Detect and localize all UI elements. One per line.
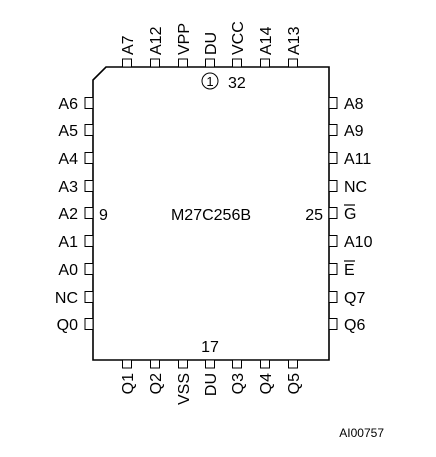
pin-lead-bottom-0-q1 [122, 359, 132, 369]
pin-lead-top-2-vpp [178, 58, 188, 68]
pin-label-top-6-a13: A13 [286, 26, 303, 55]
pin-lead-bottom-3-du [205, 359, 215, 369]
pin-label-right-7-q7: Q7 [344, 290, 365, 307]
pin-label-top-5-a14: A14 [258, 26, 275, 55]
pin-lead-right-8-q6 [328, 318, 338, 330]
pin-number-32: 32 [228, 75, 246, 92]
pin-lead-left-4-a2 [84, 207, 94, 219]
pin-label-bottom-5-q4: Q4 [258, 373, 275, 394]
pin-lead-right-4-g [328, 207, 338, 219]
pin-number-9: 9 [99, 207, 108, 224]
pin-label-right-4-g: G [344, 206, 356, 223]
pin-label-left-7-nc: NC [55, 290, 78, 307]
pin-label-top-3-du: DU [203, 32, 220, 55]
pin-lead-top-1-a12 [150, 58, 160, 68]
pin-label-right-1-a9: A9 [344, 123, 364, 140]
pin-lead-left-7-nc [84, 291, 94, 303]
pin-lead-left-5-a1 [84, 235, 94, 247]
pin-lead-bottom-6-q5 [288, 359, 298, 369]
pin1-marker-circle [201, 72, 219, 90]
pin-lead-right-6-e [328, 263, 338, 275]
pin-label-top-4-vcc: VCC [230, 21, 247, 55]
pin1-marker-label: 1 [206, 74, 213, 89]
pin-lead-bottom-4-q3 [232, 359, 242, 369]
pin-lead-top-0-a7 [122, 58, 132, 68]
pin-lead-left-6-a0 [84, 263, 94, 275]
pin-lead-left-3-a3 [84, 180, 94, 192]
pin-label-bottom-2-vss: VSS [176, 373, 193, 405]
pin-label-left-4-a2: A2 [58, 206, 78, 223]
pin-label-bottom-3-du: DU [203, 373, 220, 396]
pin-lead-left-1-a5 [84, 124, 94, 136]
pin-lead-right-1-a9 [328, 124, 338, 136]
pin-lead-bottom-1-q2 [150, 359, 160, 369]
pin-label-right-3-nc: NC [344, 179, 367, 196]
pin-lead-bottom-2-vss [178, 359, 188, 369]
pin-lead-top-5-a14 [260, 58, 270, 68]
pin-label-left-3-a3: A3 [58, 179, 78, 196]
pin-lead-right-2-a11 [328, 152, 338, 164]
pin-label-bottom-1-q2: Q2 [148, 373, 165, 394]
pin-label-top-0-a7: A7 [120, 35, 137, 55]
pin-label-bottom-6-q5: Q5 [286, 373, 303, 394]
bottom-pin-row: Q1 Q2 VSS DU Q3 Q4 Q5 [120, 359, 303, 405]
figure-id: AI00757 [339, 426, 384, 440]
pin-lead-top-3-du [205, 58, 215, 68]
pin-lead-right-0-a8 [328, 97, 338, 109]
pin-label-left-2-a4: A4 [58, 151, 78, 168]
pin-lead-left-8-q0 [84, 318, 94, 330]
top-pin-row: A7 A12 VPP DU VCC A14 A13 [120, 21, 303, 68]
pin-number-25: 25 [305, 207, 323, 224]
pin-label-left-1-a5: A5 [58, 123, 78, 140]
pin-lead-top-6-a13 [288, 58, 298, 68]
pin-label-bottom-4-q3: Q3 [230, 373, 247, 394]
pin-lead-right-3-nc [328, 180, 338, 192]
pin-label-bottom-0-q1: Q1 [120, 373, 137, 394]
pin-label-top-1-a12: A12 [148, 26, 165, 55]
pin-number-17: 17 [201, 339, 219, 356]
pin-label-left-6-a0: A0 [58, 262, 78, 279]
pin-label-top-2-vpp: VPP [176, 23, 193, 55]
pin-label-right-2-a11: A11 [344, 151, 371, 168]
pin-label-left-0-a6: A6 [58, 96, 78, 113]
pin-lead-left-2-a4 [84, 152, 94, 164]
pin-label-right-6-e: E [344, 262, 355, 279]
pin-label-right-8-q6: Q6 [344, 317, 365, 334]
pin-label-left-8-q0: Q0 [57, 317, 78, 334]
pin-lead-left-0-a6 [84, 97, 94, 109]
pin-label-right-5-a10: A10 [344, 234, 373, 251]
pin-lead-right-5-a10 [328, 235, 338, 247]
pin-label-left-5-a1: A1 [58, 234, 78, 251]
pin-lead-bottom-5-q4 [260, 359, 270, 369]
pin-lead-right-7-q7 [328, 291, 338, 303]
pin-label-right-0-a8: A8 [344, 96, 364, 113]
part-number: M27C256B [171, 207, 251, 224]
pin-lead-top-4-vcc [232, 58, 242, 68]
